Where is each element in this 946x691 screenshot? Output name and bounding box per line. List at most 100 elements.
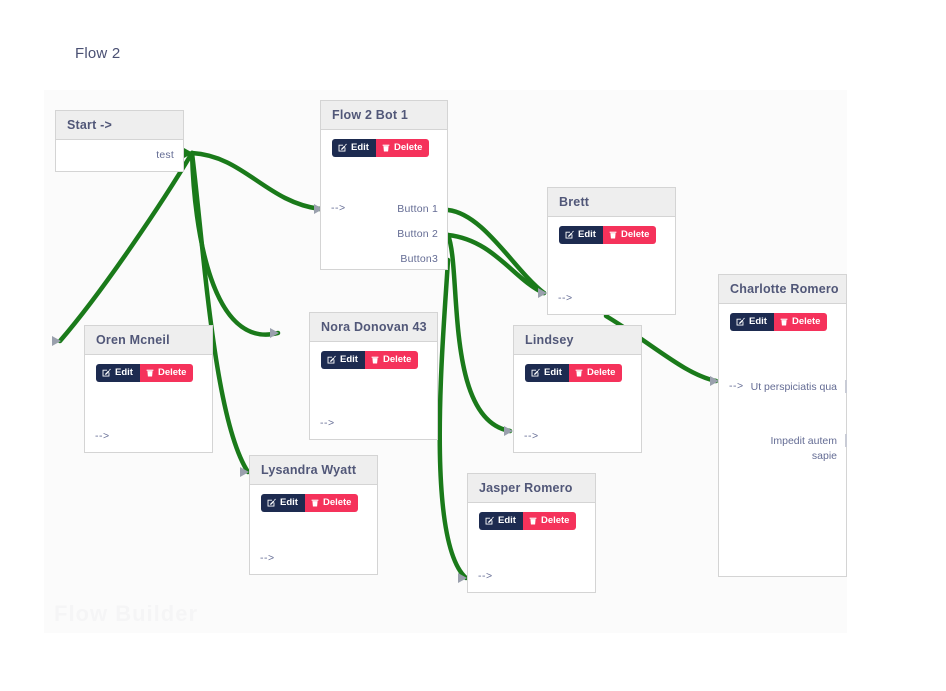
node-body: Edit Delete --> bbox=[548, 217, 675, 312]
node-actions: Edit Delete bbox=[514, 355, 641, 382]
node-actions: Edit Delete bbox=[250, 485, 377, 512]
node-title: Start -> bbox=[56, 111, 183, 140]
edit-button-label: Edit bbox=[340, 354, 358, 365]
delete-button-label: Delete bbox=[157, 367, 187, 378]
delete-button[interactable]: Delete bbox=[773, 313, 828, 331]
flow-header: Flow 2 bbox=[44, 20, 847, 90]
handle-in-nora[interactable] bbox=[270, 328, 279, 338]
node-body: Edit Delete --> Ut perspiciatis qua Impe… bbox=[719, 304, 847, 574]
handle-out-charlotte-2[interactable] bbox=[845, 434, 847, 447]
edit-square-icon bbox=[736, 317, 745, 326]
port-out-button-3[interactable]: Button3 bbox=[400, 253, 438, 265]
port-in-label[interactable]: --> bbox=[95, 430, 110, 442]
edge-button2-to-lindsey bbox=[445, 232, 513, 434]
port-out-text-1[interactable]: Ut perspiciatis qua bbox=[750, 381, 837, 393]
port-in-label[interactable]: --> bbox=[320, 417, 335, 429]
node-jasper-romero[interactable]: Jasper Romero Edit Delete bbox=[467, 473, 596, 593]
handle-out-start-test[interactable] bbox=[184, 148, 193, 158]
handle-out-charlotte-1[interactable] bbox=[845, 380, 847, 393]
port-in-label[interactable]: --> bbox=[524, 430, 539, 442]
edit-button[interactable]: Edit bbox=[525, 364, 569, 382]
edge-start-to-nora bbox=[189, 150, 281, 337]
node-title: Lysandra Wyatt bbox=[250, 456, 377, 485]
node-title: Flow 2 Bot 1 bbox=[321, 101, 447, 130]
edit-square-icon bbox=[267, 498, 276, 507]
edge-button3-to-jasper bbox=[437, 257, 469, 581]
node-title: Oren Mcneil bbox=[85, 326, 212, 355]
edit-square-icon bbox=[327, 355, 336, 364]
edge-button1-to-brett bbox=[445, 207, 547, 296]
delete-button[interactable]: Delete bbox=[568, 364, 623, 382]
node-body: Edit Delete --> bbox=[468, 503, 595, 590]
node-charlotte-romero[interactable]: Charlotte Romero Edit Delete bbox=[718, 274, 847, 577]
port-out-button-1[interactable]: Button 1 bbox=[397, 203, 438, 215]
node-actions: Edit Delete bbox=[719, 304, 846, 331]
port-in-label[interactable]: --> bbox=[331, 202, 346, 214]
flow-canvas[interactable]: Start -> test Flow 2 Bot 1 Edit bbox=[44, 90, 847, 633]
handle-in-jasper[interactable] bbox=[458, 573, 467, 583]
handle-in-lindsey[interactable] bbox=[504, 426, 513, 436]
node-oren-mcneil[interactable]: Oren Mcneil Edit Delete bbox=[84, 325, 213, 453]
trash-icon bbox=[371, 355, 379, 364]
delete-button[interactable]: Delete bbox=[375, 139, 430, 157]
node-nora-donovan-43[interactable]: Nora Donovan 43 Edit Delete bbox=[309, 312, 438, 440]
node-actions: Edit Delete bbox=[310, 342, 437, 369]
edit-square-icon bbox=[531, 368, 540, 377]
edit-button-label: Edit bbox=[351, 142, 369, 153]
node-brett[interactable]: Brett Edit Delete bbox=[547, 187, 676, 315]
edit-square-icon bbox=[485, 516, 494, 525]
node-actions: Edit Delete bbox=[468, 503, 595, 530]
edit-button[interactable]: Edit bbox=[96, 364, 140, 382]
delete-button-label: Delete bbox=[791, 316, 821, 327]
handle-in-oren[interactable] bbox=[52, 336, 61, 346]
node-actions: Edit Delete bbox=[321, 130, 447, 157]
port-in-label[interactable]: --> bbox=[729, 380, 744, 392]
node-body: Edit Delete --> bbox=[310, 342, 437, 437]
edge-button2-to-brett bbox=[445, 232, 547, 296]
delete-button[interactable]: Delete bbox=[304, 494, 359, 512]
edit-button[interactable]: Edit bbox=[479, 512, 523, 530]
node-start[interactable]: Start -> test bbox=[55, 110, 184, 172]
delete-button-label: Delete bbox=[586, 367, 616, 378]
edit-button-label: Edit bbox=[749, 316, 767, 327]
edit-button[interactable]: Edit bbox=[321, 351, 365, 369]
delete-button[interactable]: Delete bbox=[522, 512, 577, 530]
edit-button-label: Edit bbox=[115, 367, 133, 378]
node-body: Edit Delete --> Button 1 Button 2 Button… bbox=[321, 130, 447, 267]
node-flow-2-bot-1[interactable]: Flow 2 Bot 1 Edit Delete bbox=[320, 100, 448, 270]
edit-button-label: Edit bbox=[498, 515, 516, 526]
port-out-button-2[interactable]: Button 2 bbox=[397, 228, 438, 240]
port-out-text-2[interactable]: Impedit autem sapie bbox=[770, 435, 837, 462]
node-lysandra-wyatt[interactable]: Lysandra Wyatt Edit Delete bbox=[249, 455, 378, 575]
node-body: test bbox=[56, 140, 183, 169]
edit-button[interactable]: Edit bbox=[730, 313, 774, 331]
edit-square-icon bbox=[565, 230, 574, 239]
delete-button-label: Delete bbox=[540, 515, 570, 526]
edit-button[interactable]: Edit bbox=[332, 139, 376, 157]
delete-button[interactable]: Delete bbox=[364, 351, 419, 369]
edit-button[interactable]: Edit bbox=[261, 494, 305, 512]
delete-button[interactable]: Delete bbox=[602, 226, 657, 244]
delete-button-label: Delete bbox=[322, 497, 352, 508]
port-out-test[interactable]: test bbox=[156, 149, 174, 161]
edit-square-icon bbox=[102, 368, 111, 377]
handle-in-brett[interactable] bbox=[538, 288, 547, 298]
port-in-label[interactable]: --> bbox=[478, 570, 493, 582]
edit-square-icon bbox=[338, 143, 347, 152]
node-title: Charlotte Romero bbox=[719, 275, 846, 304]
node-title: Jasper Romero bbox=[468, 474, 595, 503]
port-in-label[interactable]: --> bbox=[558, 292, 573, 304]
node-body: Edit Delete --> bbox=[514, 355, 641, 450]
edit-button-label: Edit bbox=[544, 367, 562, 378]
edit-button[interactable]: Edit bbox=[559, 226, 603, 244]
edge-start-to-oren bbox=[57, 150, 195, 344]
port-in-label[interactable]: --> bbox=[260, 552, 275, 564]
page-title: Flow 2 bbox=[75, 45, 121, 62]
node-actions: Edit Delete bbox=[548, 217, 675, 244]
handle-in-lysandra[interactable] bbox=[240, 467, 249, 477]
node-lindsey[interactable]: Lindsey Edit Delete bbox=[513, 325, 642, 453]
trash-icon bbox=[382, 143, 390, 152]
trash-icon bbox=[780, 317, 788, 326]
delete-button[interactable]: Delete bbox=[139, 364, 194, 382]
